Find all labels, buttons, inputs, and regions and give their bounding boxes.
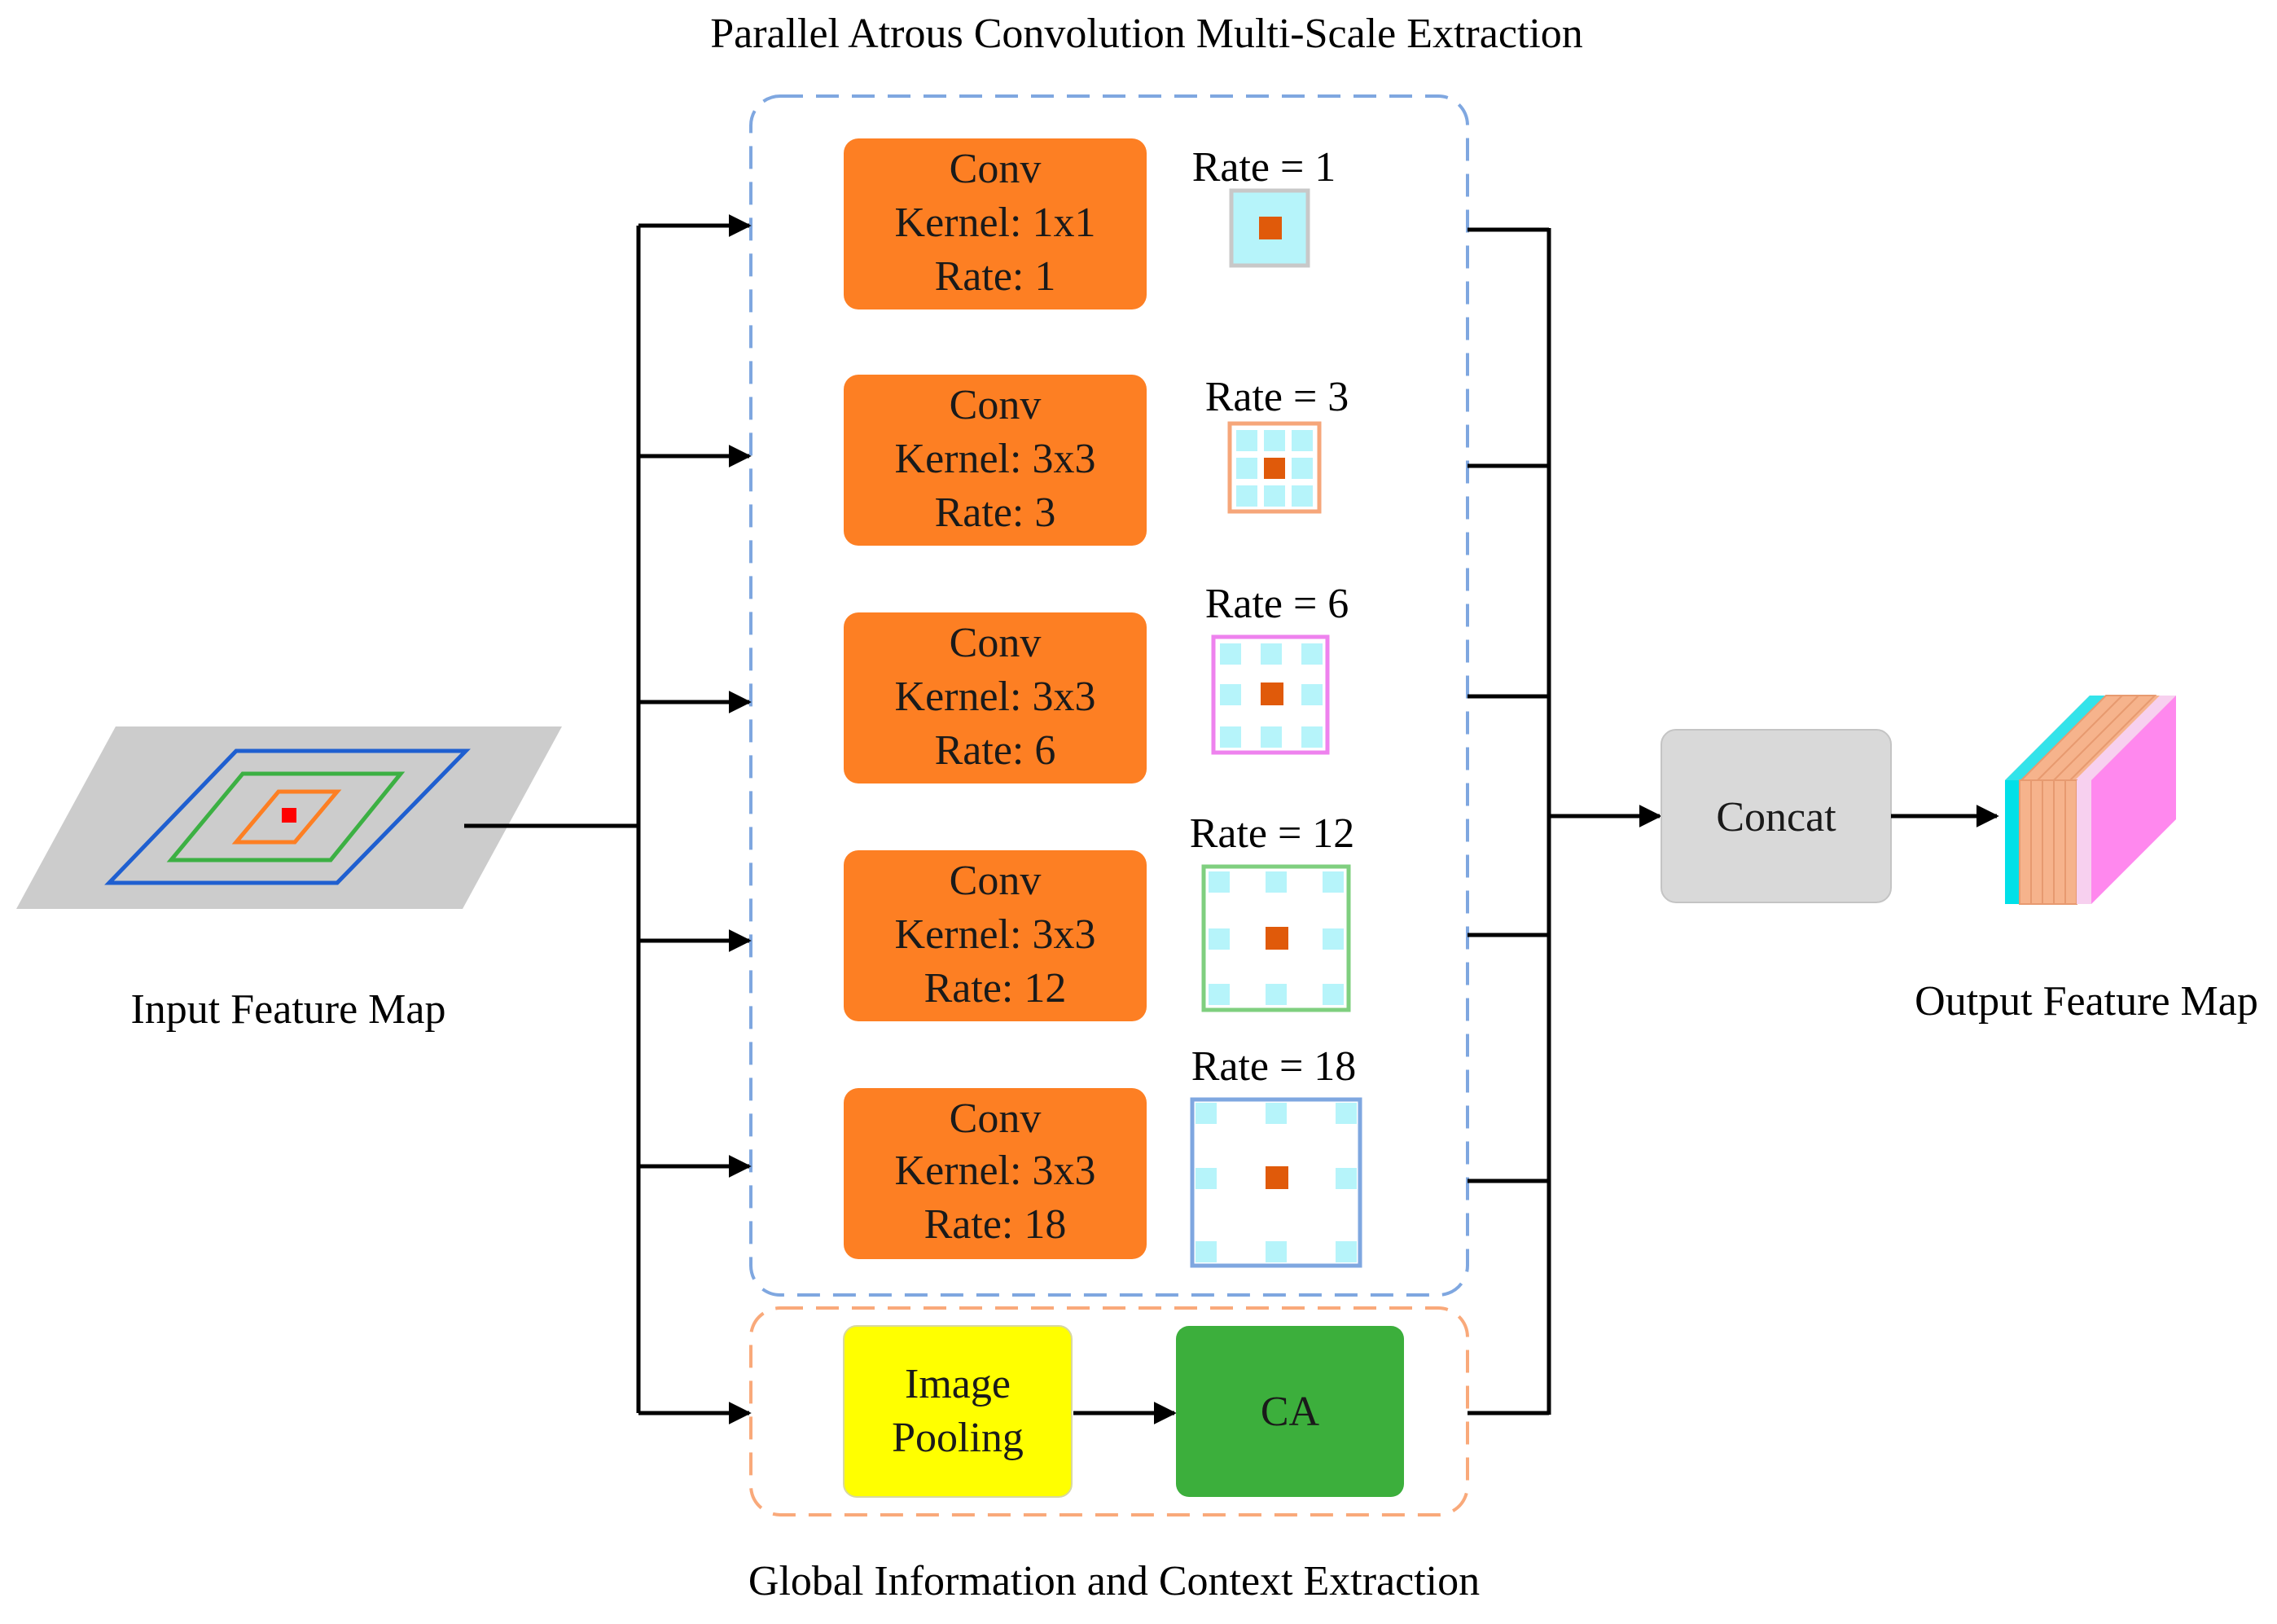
ca-label: CA — [1261, 1389, 1320, 1435]
kernel-rate-12-icon — [1201, 864, 1351, 1012]
conv-branch-3: Conv Kernel: 3x3 Rate: 6 — [844, 612, 1147, 783]
conv-rate: Rate: 12 — [924, 965, 1067, 1012]
output-feature-map — [2005, 695, 2176, 905]
global-context-container — [749, 1306, 1469, 1516]
conv-title: Conv — [950, 620, 1042, 666]
output-feature-map-label: Output Feature Map — [1915, 978, 2258, 1025]
conv-branch-2: Conv Kernel: 3x3 Rate: 3 — [844, 375, 1147, 546]
conv-rate: Rate: 6 — [935, 727, 1056, 774]
conv-title: Conv — [950, 382, 1042, 428]
kernel-rate-1-icon — [1229, 188, 1310, 268]
kernel-rate-3-icon — [1227, 421, 1322, 514]
input-feature-map — [16, 726, 562, 909]
rate-label-1: Rate = 1 — [1192, 144, 1336, 191]
conv-title: Conv — [950, 858, 1042, 904]
input-arrows — [638, 214, 752, 1424]
conv-title: Conv — [950, 146, 1042, 192]
image-pooling-line1: Image — [905, 1361, 1011, 1407]
conv-title: Conv — [950, 1095, 1042, 1142]
rate-label-6: Rate = 6 — [1205, 581, 1349, 627]
image-pooling-line2: Pooling — [892, 1415, 1024, 1461]
conv-box — [844, 138, 1147, 309]
ca-block: CA — [1176, 1326, 1404, 1497]
conv-box — [844, 850, 1147, 1021]
input-feature-map-label: Input Feature Map — [130, 986, 445, 1033]
kernel-rate-6-icon — [1211, 634, 1330, 755]
concat-label: Concat — [1716, 794, 1836, 841]
global-context-title: Global Information and Context Extractio… — [748, 1558, 1480, 1604]
rate-label-12: Rate = 12 — [1190, 810, 1355, 857]
conv-box — [844, 375, 1147, 546]
conv-kernel: Kernel: 1x1 — [895, 200, 1096, 246]
conv-branch-4: Conv Kernel: 3x3 Rate: 12 — [844, 850, 1147, 1021]
conv-kernel: Kernel: 3x3 — [895, 436, 1096, 482]
conv-rate: Rate: 3 — [935, 489, 1056, 536]
concat-block: Concat — [1661, 729, 1892, 903]
merge-lines — [1468, 227, 1551, 1416]
conv-rate: Rate: 18 — [924, 1201, 1067, 1248]
conv-kernel: Kernel: 3x3 — [895, 674, 1096, 720]
conv-branch-5: Conv Kernel: 3x3 Rate: 18 — [844, 1088, 1147, 1259]
aspp-title: Parallel Atrous Convolution Multi-Scale … — [710, 11, 1583, 57]
conv-box — [844, 1088, 1147, 1259]
conv-kernel: Kernel: 3x3 — [895, 1148, 1096, 1194]
image-pooling-box — [843, 1325, 1073, 1498]
conv-rate: Rate: 1 — [935, 253, 1056, 300]
kernel-rate-18-icon — [1190, 1097, 1362, 1268]
image-pooling-block: Image Pooling — [843, 1325, 1073, 1498]
conv-kernel: Kernel: 3x3 — [895, 911, 1096, 958]
conv-branch-1: Conv Kernel: 1x1 Rate: 1 — [844, 138, 1147, 309]
conv-box — [844, 612, 1147, 783]
rate-label-3: Rate = 3 — [1205, 374, 1349, 420]
ca-box — [1176, 1326, 1404, 1497]
rate-label-18: Rate = 18 — [1191, 1043, 1357, 1090]
